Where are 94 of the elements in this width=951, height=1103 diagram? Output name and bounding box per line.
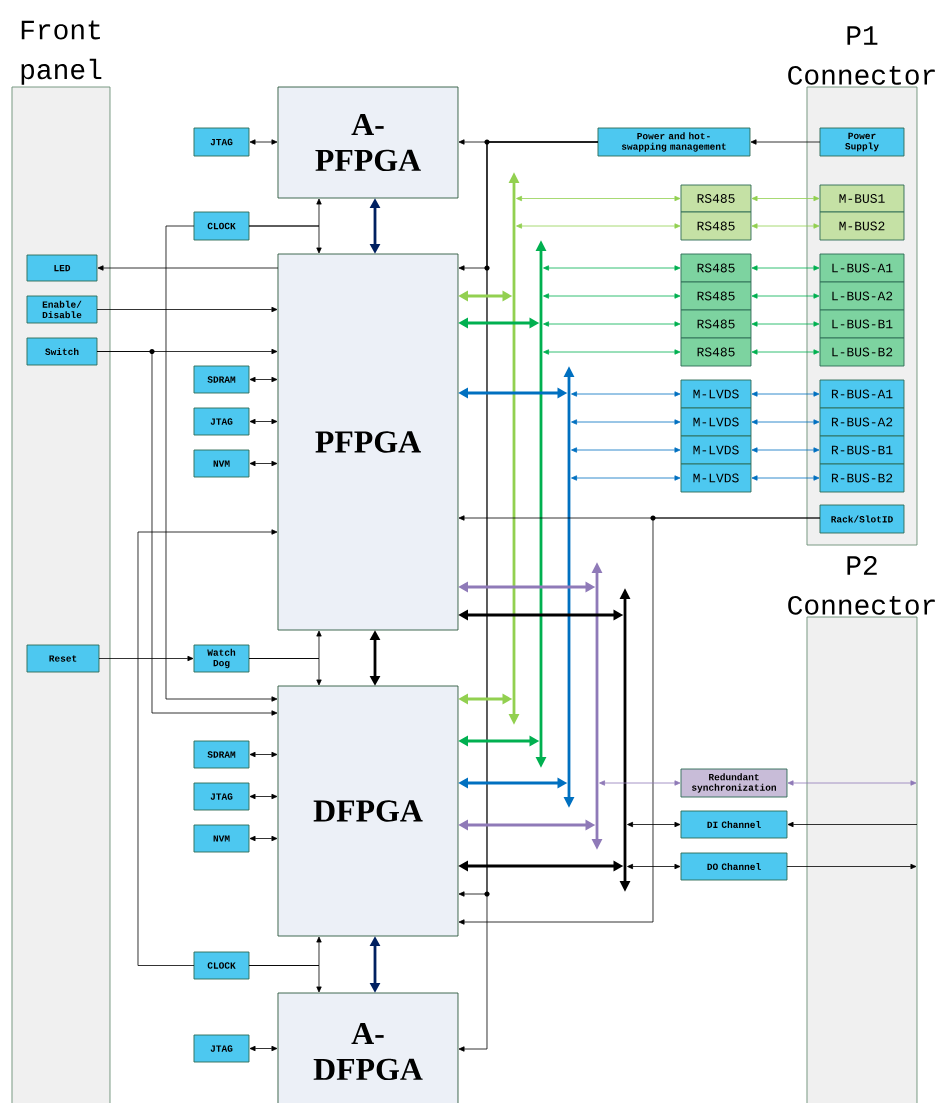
- module-box: NVM: [193, 824, 250, 853]
- arrow: [249, 139, 278, 145]
- arrow: [458, 515, 821, 925]
- interface-box: M-BUS2: [819, 211, 905, 241]
- arrow: [248, 225, 322, 254]
- arrow: [751, 195, 820, 202]
- interface-box: M-LVDS: [680, 379, 752, 409]
- module-box: JTAG: [193, 1034, 250, 1063]
- arrow: [543, 349, 681, 355]
- arrow: [516, 195, 681, 202]
- arrow: [165, 225, 278, 702]
- arrow: [627, 821, 681, 828]
- arrow: [248, 965, 322, 993]
- arrow: [249, 751, 278, 758]
- arrow: [751, 475, 820, 481]
- interface-box: RS485: [680, 184, 752, 213]
- arrow: [751, 447, 820, 453]
- module-box: Rack/SlotID: [819, 504, 905, 534]
- arrow: [249, 835, 278, 842]
- arrow: [751, 349, 820, 355]
- module-box: Watch Dog: [193, 644, 250, 673]
- arrow: [750, 139, 821, 145]
- interface-box: L-BUS-A2: [819, 281, 905, 311]
- module-box: NVM: [193, 449, 250, 478]
- panel-heading: P1 Connector: [788, 26, 935, 85]
- interface-box: RS485: [680, 253, 752, 283]
- module-box: Reset: [26, 644, 100, 673]
- arrow: [249, 460, 278, 467]
- module-box: CLOCK: [193, 211, 250, 241]
- interface-box: RS485: [680, 337, 752, 367]
- arrow: [543, 321, 681, 327]
- module-box: Power Supply: [819, 127, 905, 157]
- arrow: [249, 1045, 278, 1052]
- module-box: Power and hot-swapping management: [597, 127, 751, 157]
- interface-box: R-BUS-B1: [819, 435, 905, 465]
- fpga-block: DFPGA: [277, 685, 459, 937]
- module-box: DI Channel: [680, 810, 788, 839]
- arrow: [787, 780, 917, 786]
- arrow: [249, 418, 278, 425]
- arrow: [516, 223, 681, 229]
- interface-box: R-BUS-A2: [819, 407, 905, 437]
- arrow: [543, 293, 681, 299]
- arrow: [751, 391, 820, 397]
- panel-heading: P2 Connector: [788, 556, 935, 615]
- module-box: CLOCK: [193, 951, 250, 980]
- fpga-block: A- PFPGA: [277, 86, 459, 199]
- module-box: LED: [26, 254, 98, 282]
- interface-box: L-BUS-B2: [819, 337, 905, 367]
- module-box: SDRAM: [193, 365, 250, 394]
- interface-box: L-BUS-A1: [819, 253, 905, 283]
- interface-box: RS485: [680, 281, 752, 311]
- arrow: [786, 863, 917, 870]
- interface-box: M-LVDS: [680, 463, 752, 493]
- arrow: [571, 447, 681, 453]
- module-box: Redundant synchronization: [680, 768, 788, 798]
- arrow: [751, 419, 820, 425]
- arrow: [97, 265, 279, 271]
- fpga-block: PFPGA: [277, 253, 459, 631]
- arrow: [96, 306, 278, 313]
- arrow: [249, 376, 278, 383]
- module-box: DO Channel: [680, 852, 788, 881]
- interface-box: RS485: [680, 211, 752, 241]
- arrow: [543, 265, 681, 271]
- arrow: [98, 655, 194, 662]
- arrow: [571, 419, 681, 425]
- module-box: Enable/ Disable: [26, 295, 98, 324]
- interface-box: M-BUS1: [819, 184, 905, 213]
- interface-box: R-BUS-A1: [819, 379, 905, 409]
- interface-box: M-LVDS: [680, 435, 752, 465]
- arrow: [137, 529, 278, 966]
- module-box: SDRAM: [193, 740, 250, 769]
- arrow: [458, 141, 599, 1052]
- module-box: JTAG: [193, 782, 250, 811]
- interface-box: M-LVDS: [680, 407, 752, 437]
- arrow: [96, 348, 278, 716]
- arrow: [751, 265, 820, 271]
- arrow: [787, 821, 918, 828]
- interface-box: L-BUS-B1: [819, 309, 905, 339]
- module-box: JTAG: [193, 407, 250, 436]
- arrow: [248, 658, 322, 686]
- fpga-block: A- DFPGA: [277, 992, 459, 1103]
- arrow: [627, 863, 681, 870]
- arrow: [571, 391, 681, 397]
- arrow: [571, 475, 681, 481]
- panel-heading: Front panel: [21, 20, 102, 85]
- interface-box: RS485: [680, 309, 752, 339]
- arrow: [249, 793, 278, 800]
- interface-box: R-BUS-B2: [819, 463, 905, 493]
- module-box: Switch: [26, 337, 98, 366]
- arrow: [751, 293, 820, 299]
- arrow: [751, 223, 820, 229]
- arrow: [751, 321, 820, 327]
- module-box: JTAG: [193, 127, 250, 157]
- arrow: [599, 780, 681, 786]
